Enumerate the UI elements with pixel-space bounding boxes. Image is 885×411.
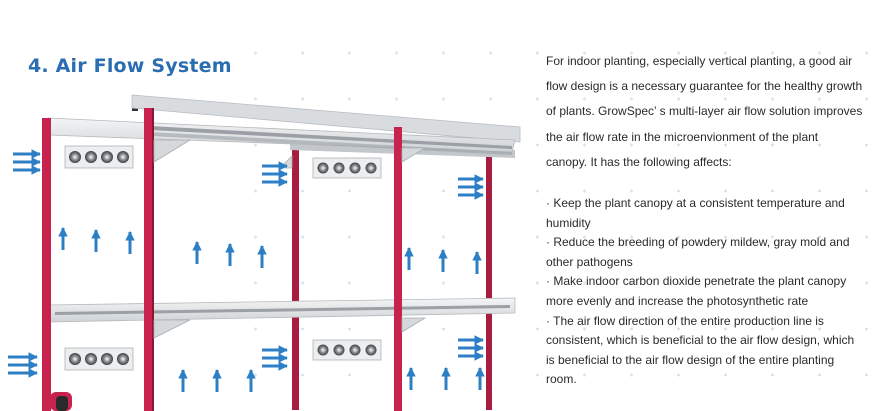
- lower-shelf: [47, 297, 516, 323]
- affect-line: · The air flow direction of the entire p…: [546, 313, 824, 328]
- intro-line: the air flow rate in the microenvionment…: [546, 129, 819, 144]
- affect-line: · Make indoor carbon dioxide penetrate t…: [546, 274, 847, 289]
- intro-line: canopy. It has the following affects:: [546, 154, 732, 169]
- affect-item-carbon-dioxide: · Make indoor carbon dioxide penetrate t…: [546, 272, 878, 311]
- intro-paragraph: For indoor planting, especially vertical…: [546, 49, 878, 175]
- affect-line: room.: [546, 372, 577, 387]
- vertical-airflow-arrows: [58, 227, 485, 392]
- affect-item-temperature: · Keep the plant canopy at a consistent …: [546, 194, 878, 233]
- front-posts: [42, 108, 402, 411]
- affect-line: consistent, which is beneficial to the a…: [546, 333, 855, 348]
- affects-list: · Keep the plant canopy at a consistent …: [546, 194, 878, 390]
- fan-unit-upper-middle: [312, 157, 382, 179]
- fan-unit-lower-left: [64, 347, 134, 371]
- intro-line: of plants. GrowSpec’ s multi-layer air f…: [546, 104, 863, 119]
- affect-item-air-flow-direction: · The air flow direction of the entire p…: [546, 312, 878, 390]
- affect-line: is beneficial to the air flow design of …: [546, 352, 835, 367]
- affect-item-pathogens: · Reduce the breeding of powdery mildew,…: [546, 233, 878, 272]
- affect-line: · Reduce the breeding of powdery mildew,…: [546, 235, 850, 250]
- horizontal-airflow-arrows: [8, 149, 484, 378]
- affect-line: more evenly and increase the photosynthe…: [546, 293, 809, 308]
- intro-line: flow design is a necessary guarantee for…: [546, 79, 863, 94]
- affect-line: · Keep the plant canopy at a consistent …: [546, 196, 845, 211]
- air-flow-rack-illustration: [8, 94, 521, 411]
- section-title: 4. Air Flow System: [28, 55, 232, 77]
- description-column: For indoor planting, especially vertical…: [546, 49, 878, 390]
- affect-line: other pathogens: [546, 254, 633, 269]
- fan-unit-upper-left: [64, 145, 134, 169]
- intro-line: For indoor planting, especially vertical…: [546, 54, 853, 68]
- affect-line: humidity: [546, 215, 591, 230]
- rack-base: [50, 392, 72, 411]
- fan-unit-lower-middle: [312, 339, 382, 361]
- shelf-brackets: [153, 139, 427, 339]
